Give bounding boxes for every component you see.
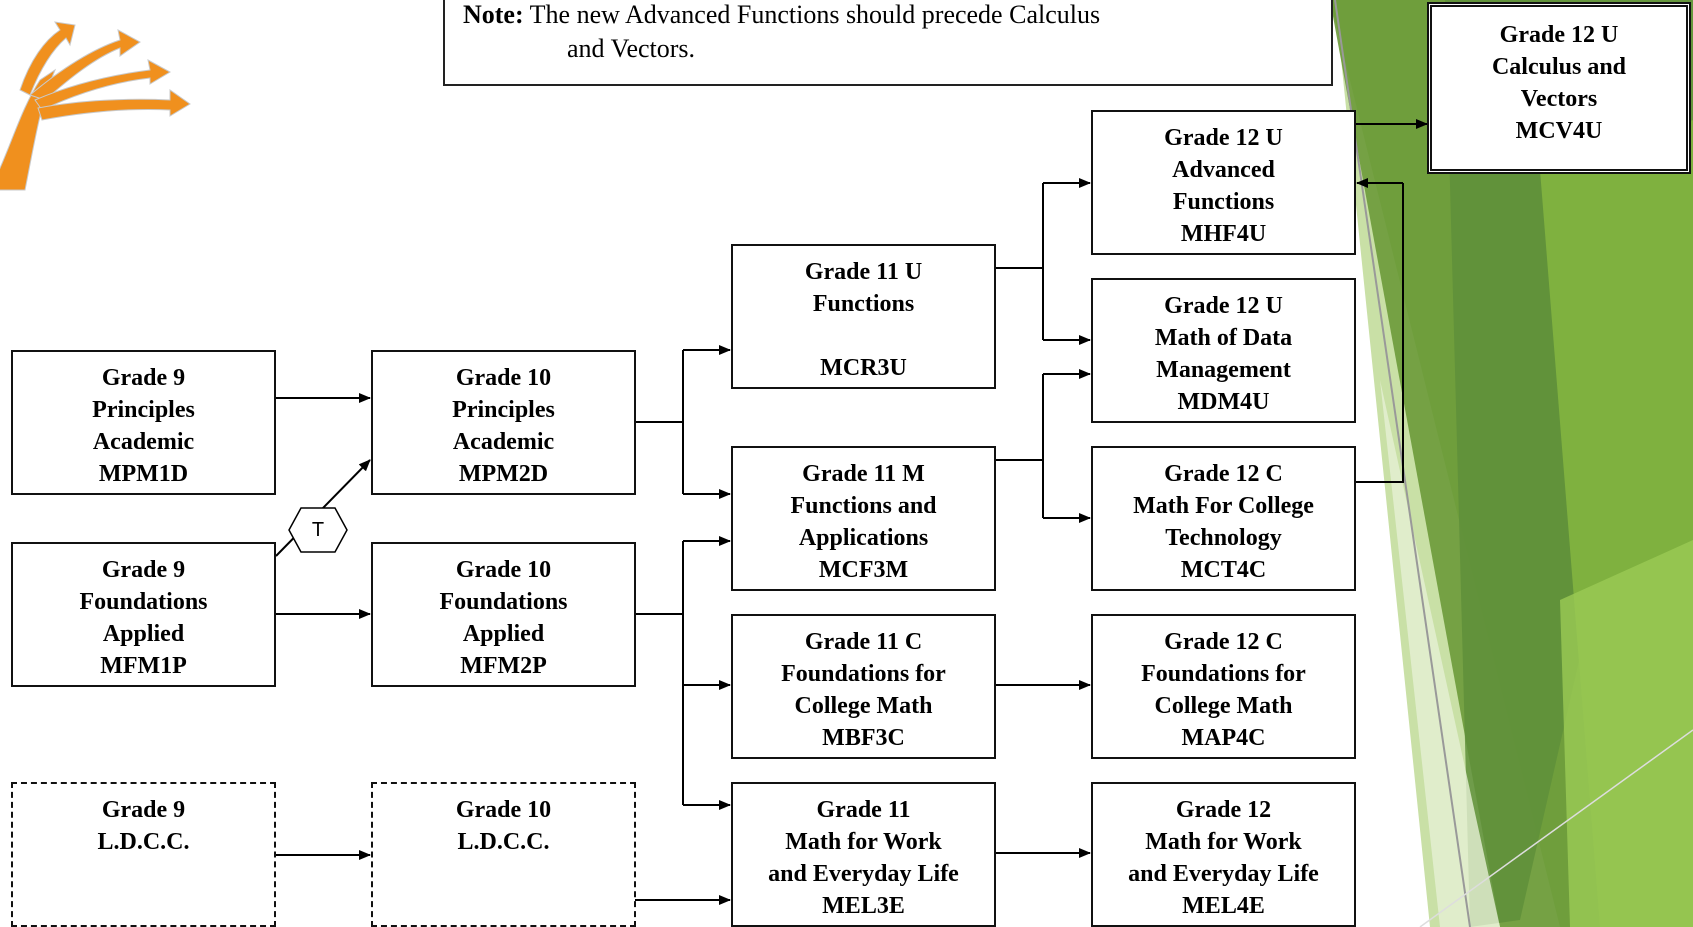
course-code: MCF3M <box>818 557 909 583</box>
green-decoration <box>1330 0 1693 927</box>
course-code: MDM4U <box>1177 389 1270 415</box>
course-title-line2: Applications <box>798 525 929 551</box>
course-grade: Grade 12 U <box>1499 22 1619 48</box>
course-grade: Grade 12 C <box>1164 629 1283 655</box>
course-code: MBF3C <box>822 725 905 751</box>
course-title-line1: Math for Work <box>785 829 942 855</box>
course-mcf3m: Grade 11 M Functions and Applications MC… <box>731 446 996 591</box>
course-grade: Grade 12 C <box>1164 461 1283 487</box>
course-code: MPM1D <box>98 461 189 487</box>
course-title-line1: Principles <box>452 397 555 423</box>
course-code: MHF4U <box>1180 221 1267 247</box>
course-title-line1: Foundations <box>439 589 568 615</box>
course-grade: Grade 12 U <box>1164 125 1283 151</box>
course-mdm4u: Grade 12 U Math of Data Management MDM4U <box>1091 278 1356 423</box>
course-grade: Grade 12 U <box>1164 293 1283 319</box>
course-mcv4u: Grade 12 U Calculus and Vectors MCV4U <box>1427 2 1691 174</box>
course-title-line1: Math of Data <box>1154 325 1293 351</box>
course-title-line1: Foundations for <box>1141 661 1306 687</box>
course-title-line2: Applied <box>102 621 185 647</box>
note-label: Note: <box>463 0 524 29</box>
course-title-line2: College Math <box>1154 693 1293 719</box>
course-title-line1: L.D.C.C. <box>457 829 550 855</box>
course-title-line2: and Everyday Life <box>768 861 959 887</box>
course-title-line1: Foundations for <box>781 661 946 687</box>
course-mhf4u: Grade 12 U Advanced Functions MHF4U <box>1091 110 1356 255</box>
course-grade: Grade 9 <box>101 365 186 391</box>
transfer-badge-label: T <box>311 519 325 541</box>
course-grade: Grade 12 <box>1175 797 1272 823</box>
course-ldcc-10: Grade 10 L.D.C.C. <box>371 782 636 927</box>
course-mbf3c: Grade 11 C Foundations for College Math … <box>731 614 996 759</box>
course-title-line2: Applied <box>462 621 545 647</box>
course-title-line2: Technology <box>1165 525 1282 551</box>
course-code: MEL3E <box>822 893 905 919</box>
course-title-line2: College Math <box>794 693 933 719</box>
course-grade: Grade 9 <box>101 557 186 583</box>
course-title-line1: Calculus and <box>1491 54 1627 80</box>
course-code: MAP4C <box>1181 725 1266 751</box>
course-grade: Grade 10 <box>455 365 552 391</box>
course-mcr3u: Grade 11 U Functions MCR3U <box>731 244 996 389</box>
course-grade: Grade 11 U <box>804 259 923 285</box>
course-grade: Grade 11 M <box>802 461 925 487</box>
course-mel4e: Grade 12 Math for Work and Everyday Life… <box>1091 782 1356 927</box>
course-title-line1: Foundations <box>79 589 208 615</box>
course-code: MCR3U <box>820 355 907 381</box>
course-title-line1: Functions <box>812 291 915 317</box>
course-code: MFM2P <box>460 653 547 679</box>
course-grade: Grade 11 <box>816 797 911 823</box>
course-code: MEL4E <box>1182 893 1265 919</box>
course-title-line2: and Everyday Life <box>1128 861 1319 887</box>
course-mct4c: Grade 12 C Math For College Technology M… <box>1091 446 1356 591</box>
course-mfm2p: Grade 10 Foundations Applied MFM2P <box>371 542 636 687</box>
course-title-line1: L.D.C.C. <box>97 829 190 855</box>
course-map4c: Grade 12 C Foundations for College Math … <box>1091 614 1356 759</box>
course-mpm2d: Grade 10 Principles Academic MPM2D <box>371 350 636 495</box>
course-grade: Grade 10 <box>455 797 552 823</box>
course-code: MCV4U <box>1515 118 1603 144</box>
course-grade: Grade 9 <box>101 797 186 823</box>
course-mpm1d: Grade 9 Principles Academic MPM1D <box>11 350 276 495</box>
note-line-1: The new Advanced Functions should preced… <box>529 0 1101 29</box>
course-title-line1: Functions and <box>790 493 937 519</box>
course-code: MFM1P <box>100 653 187 679</box>
course-title-line2: Management <box>1156 357 1291 383</box>
logo-arrows <box>0 21 191 191</box>
course-title-line1: Principles <box>92 397 195 423</box>
course-title-line1: Math For College <box>1133 493 1314 519</box>
course-ldcc-9: Grade 9 L.D.C.C. <box>11 782 276 927</box>
course-code: MPM2D <box>458 461 549 487</box>
course-title-line1: Advanced <box>1172 157 1275 183</box>
course-title-line1: Math for Work <box>1145 829 1302 855</box>
course-grade: Grade 10 <box>455 557 552 583</box>
note-box: Note: The new Advanced Functions should … <box>443 0 1333 86</box>
course-title-line2: Functions <box>1172 189 1275 215</box>
note-line-2: and Vectors. <box>567 34 696 63</box>
course-title-line2: Academic <box>92 429 195 455</box>
course-mel3e: Grade 11 Math for Work and Everyday Life… <box>731 782 996 927</box>
course-title-line2: Academic <box>452 429 555 455</box>
course-mfm1p: Grade 9 Foundations Applied MFM1P <box>11 542 276 687</box>
course-grade: Grade 11 C <box>804 629 923 655</box>
course-title-line2: Vectors <box>1520 86 1598 112</box>
course-code: MCT4C <box>1180 557 1267 583</box>
transfer-badge <box>288 507 348 553</box>
